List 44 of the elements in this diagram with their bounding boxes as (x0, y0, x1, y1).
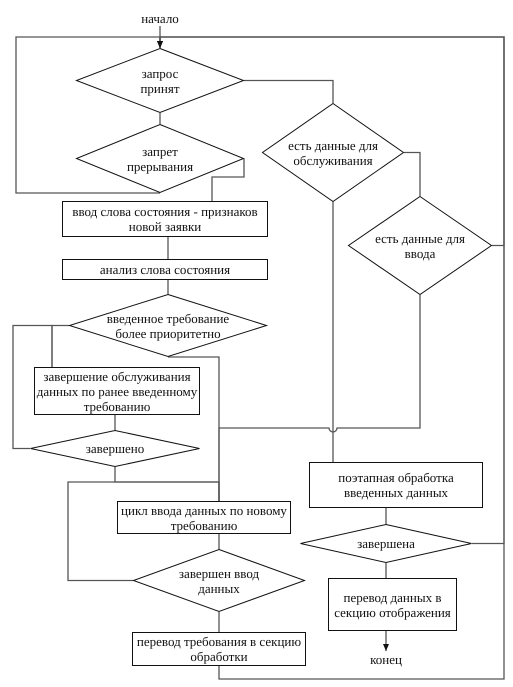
process-box (62, 201, 268, 237)
process-box (62, 259, 268, 280)
connector-line (218, 534, 220, 549)
decision-text: запрет прерывания (126, 144, 194, 174)
decision-text: есть данные для обслуживания (287, 138, 379, 168)
process-text: поэтапная обработка введенных данных (337, 470, 455, 500)
connector-line (332, 202, 334, 462)
connector-line (67, 481, 220, 582)
process-text: перевод требования в секцию обработки (136, 634, 302, 664)
flow-arrow (157, 36, 505, 544)
decision-diamond (76, 48, 244, 113)
decision-text: завершена (356, 536, 416, 551)
connector-line (244, 80, 334, 103)
process-box (328, 578, 457, 631)
process-box (309, 462, 483, 508)
connector-line (218, 295, 421, 501)
connector-line (385, 563, 387, 578)
decision-diamond (300, 524, 472, 563)
connector-line (114, 415, 116, 430)
decision-text: есть данные для ввода (374, 230, 466, 260)
process-text: цикл ввода данных по новому требованию (120, 502, 288, 532)
decision-text: запрос принят (139, 66, 181, 96)
decision-diamond (262, 103, 404, 202)
flow-arrow (383, 631, 389, 651)
connector-line (167, 237, 169, 259)
process-text: завершение обслуживания данных по ранее введенному требованию (36, 368, 198, 414)
decision-diamond (348, 196, 492, 295)
decision-text: завершен ввод данных (178, 566, 260, 596)
connector-line (12, 324, 53, 450)
connector-line (211, 158, 245, 201)
connector-line (385, 508, 387, 524)
process-text: ввод слова состояния - признаков новой заявки (71, 204, 259, 234)
connector-line (159, 113, 161, 124)
decision-diamond (69, 294, 267, 357)
decision-text: введенное требование более приоритетно (106, 310, 230, 340)
connector-line (218, 612, 220, 632)
connector-line (404, 152, 421, 196)
decision-diamond (133, 549, 305, 612)
decision-diamond (76, 124, 244, 193)
connector-line (167, 280, 169, 294)
decision-diamond (30, 430, 200, 467)
decision-text: завершено (84, 441, 146, 456)
process-text: анализ слова состояния (98, 262, 232, 277)
process-text: перевод данных в секцию отображения (333, 590, 452, 620)
